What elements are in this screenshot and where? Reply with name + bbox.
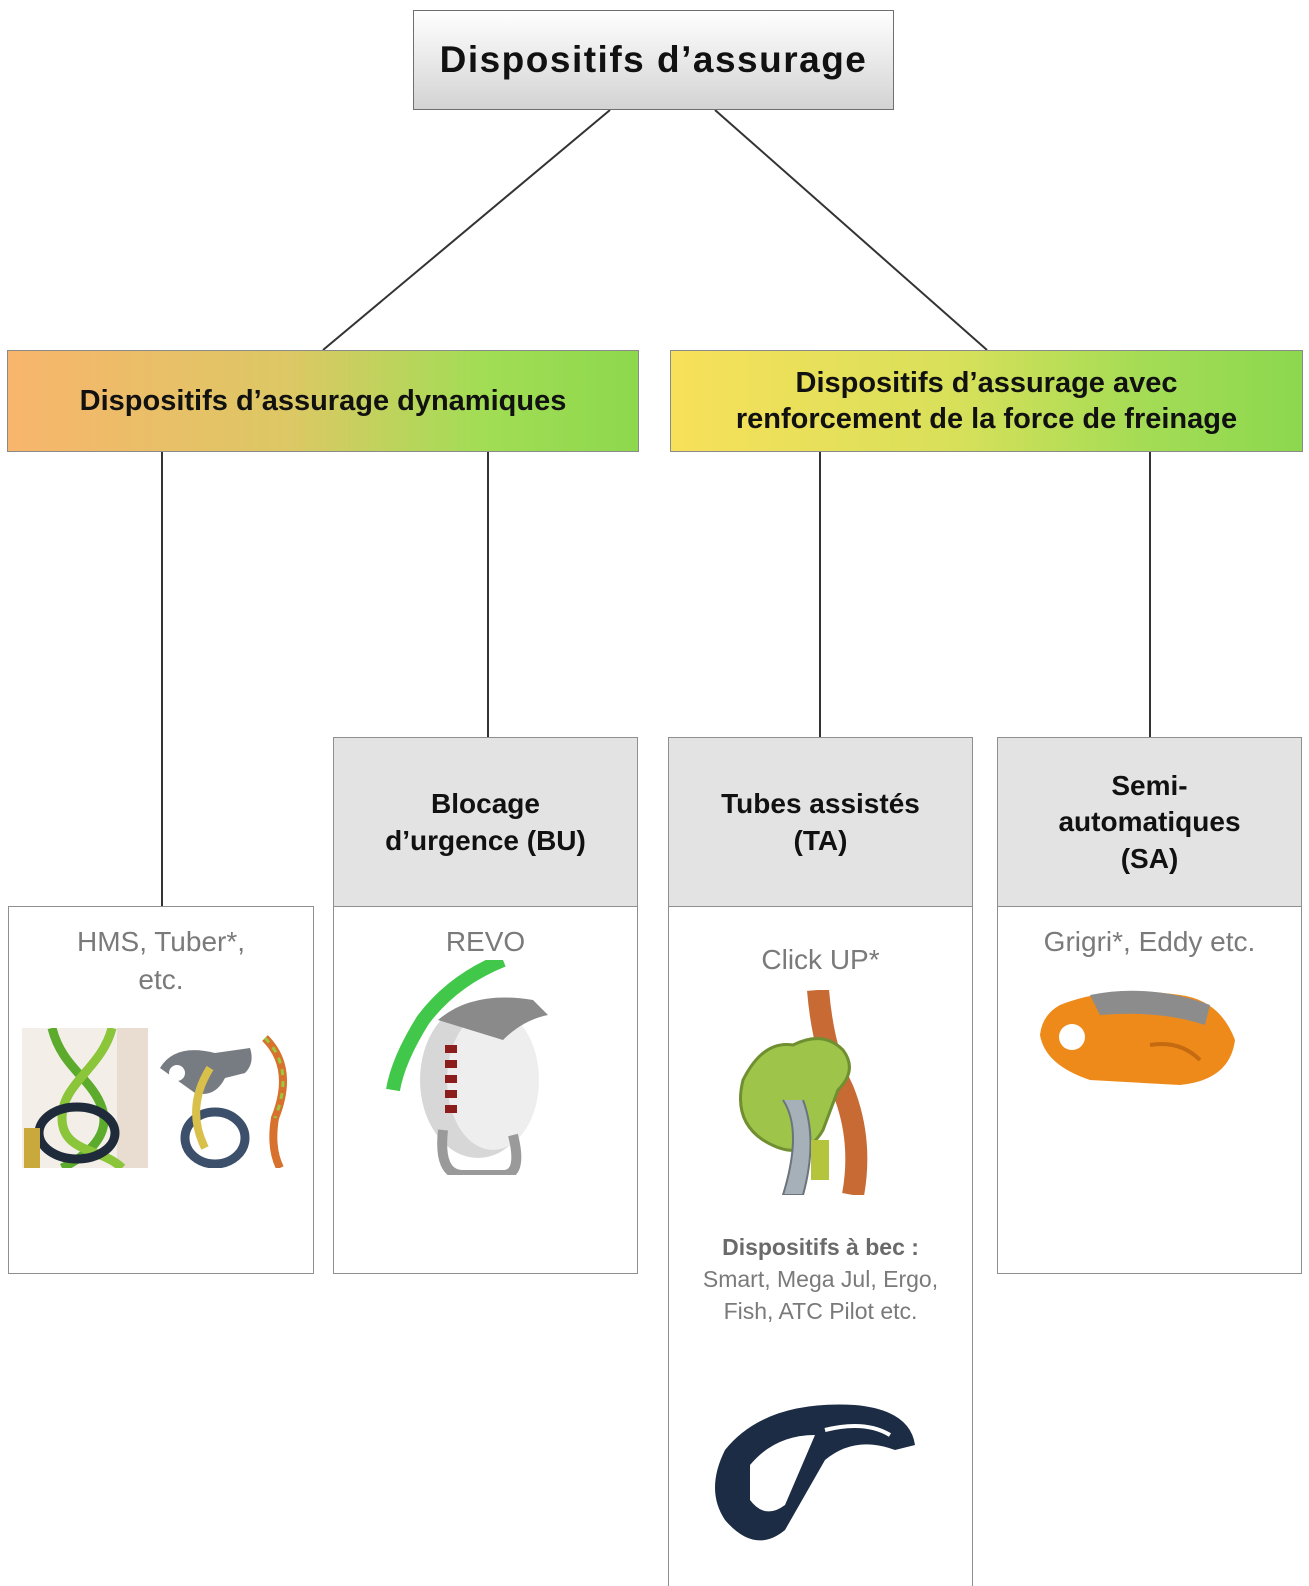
example-sa-text: Grigri*, Eddy etc. bbox=[1043, 926, 1256, 957]
hms-carabiner-icon bbox=[22, 1028, 148, 1168]
mega-jul-device-icon bbox=[715, 1404, 915, 1541]
example-dynamic-line2: etc. bbox=[138, 963, 184, 995]
root-title: Dispositifs d’assurage bbox=[439, 39, 868, 80]
connector-root-braking bbox=[714, 109, 988, 351]
category-dynamic-label: Dispositifs d’assurage dynamiques bbox=[79, 384, 567, 417]
subcategory-ta-line2: (TA) bbox=[793, 824, 848, 856]
grigri-device-icon bbox=[1040, 990, 1235, 1085]
revo-device-icon bbox=[386, 960, 548, 1175]
subcategory-ta-line1: Tubes assistés bbox=[721, 788, 920, 820]
connector-root-dynamic bbox=[322, 109, 611, 351]
category-braking-label-line2: renforcement de la force de freinage bbox=[735, 403, 1238, 435]
subcategory-sa-line3: (SA) bbox=[1120, 842, 1179, 874]
subcategory-sa-line1: Semi- bbox=[1111, 769, 1188, 801]
tuber-device-icon bbox=[160, 1035, 287, 1168]
example-ta-bec-line2: Fish, ATC Pilot etc. bbox=[723, 1298, 918, 1325]
category-dynamic: Dispositifs d’assurage dynamiques bbox=[7, 350, 639, 452]
root-node: Dispositifs d’assurage bbox=[413, 10, 894, 110]
example-dynamic-line1: HMS, Tuber*, bbox=[76, 926, 246, 957]
example-ta-bec: Dispositifs à bec : Smart, Mega Jul, Erg… bbox=[669, 1231, 972, 1328]
subcategory-bu-line1: Blocage bbox=[431, 788, 540, 820]
example-ta-bec-line1: Smart, Mega Jul, Ergo, bbox=[702, 1266, 939, 1293]
example-bu-text: REVO bbox=[445, 926, 526, 957]
example-ta-text: Click UP* bbox=[761, 944, 880, 975]
subcategory-bu: Blocage d’urgence (BU) bbox=[333, 737, 638, 908]
example-card-sa: Grigri*, Eddy etc. bbox=[997, 906, 1302, 1274]
example-ta-bec-heading: Dispositifs à bec : bbox=[722, 1234, 919, 1260]
subcategory-ta: Tubes assistés (TA) bbox=[668, 737, 973, 908]
category-braking: Dispositifs d’assurage avec renforcement… bbox=[670, 350, 1303, 452]
click-up-device-icon bbox=[739, 990, 868, 1195]
category-braking-label-line1: Dispositifs d’assurage avec bbox=[795, 366, 1178, 399]
subcategory-sa-line2: automatiques bbox=[1058, 806, 1241, 838]
subcategory-bu-line2: d’urgence (BU) bbox=[385, 824, 586, 856]
subcategory-sa: Semi- automatiques (SA) bbox=[997, 737, 1302, 908]
